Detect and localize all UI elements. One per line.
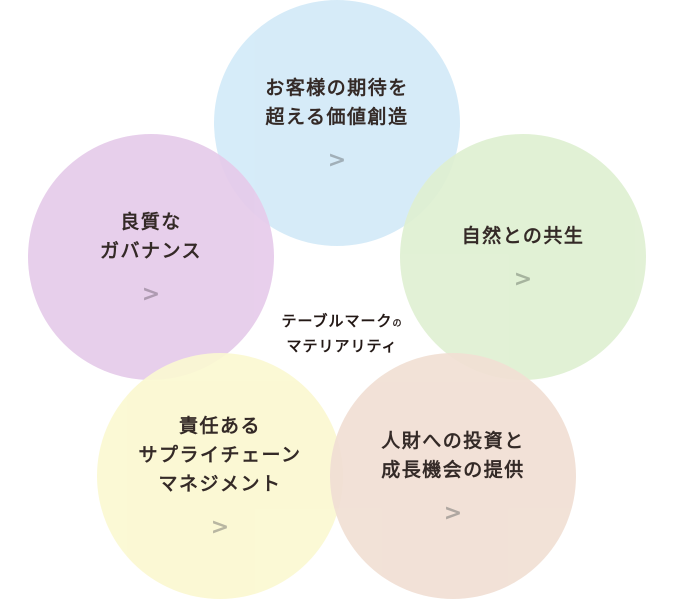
materiality-title: 自然との共生 <box>461 225 585 247</box>
materiality-title: 責任ある サプライチェーン マネジメント <box>138 415 302 495</box>
center-label-line1: テーブルマーク <box>281 312 393 330</box>
materiality-title: 良質な ガバナンス <box>99 210 203 262</box>
materiality-title: 人財への投資と 成長機会の提供 <box>381 429 525 481</box>
center-label-line2: マテリアリティ <box>286 337 398 355</box>
chevron-right-icon: > <box>210 515 230 540</box>
chevron-right-icon: > <box>513 267 533 292</box>
materiality-title: お客様の期待を 超える価値創造 <box>265 76 409 128</box>
materiality-supply-chain[interactable]: 責任ある サプライチェーン マネジメント > <box>97 353 343 599</box>
materiality-nature[interactable]: 自然との共生 > <box>400 134 646 380</box>
center-label-particle: の <box>392 319 403 329</box>
chevron-right-icon: > <box>141 281 161 307</box>
chevron-right-icon: > <box>327 147 347 173</box>
chevron-right-icon: > <box>443 500 463 526</box>
materiality-human-capital[interactable]: 人財への投資と 成長機会の提供 > <box>330 353 576 599</box>
center-label: テーブルマークの マテリアリティ <box>262 310 422 357</box>
materiality-governance[interactable]: 良質な ガバナンス > <box>28 134 274 380</box>
